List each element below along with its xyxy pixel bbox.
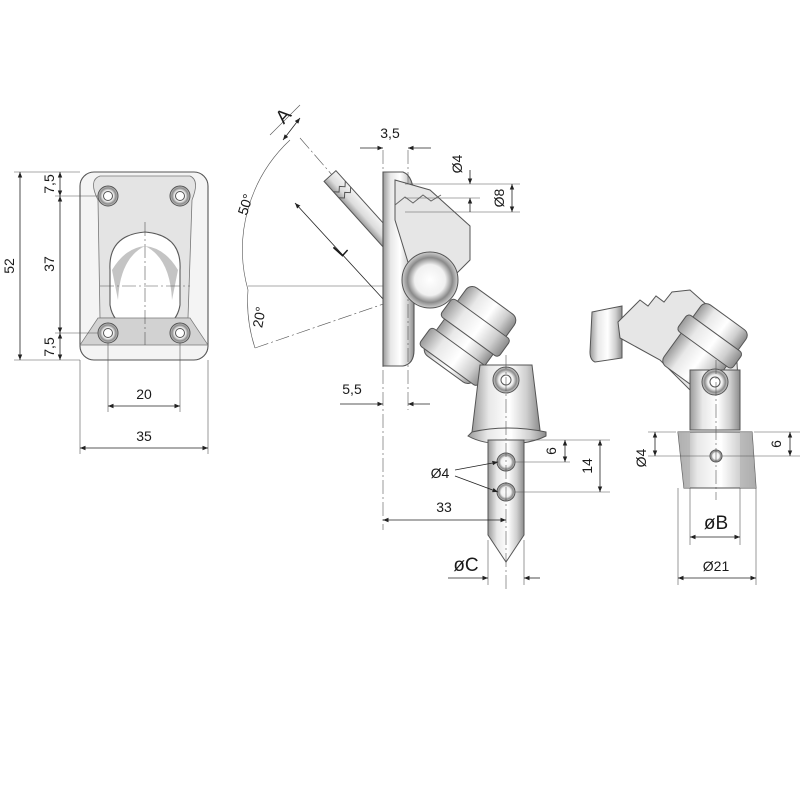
dim-offset: 5,5: [342, 381, 362, 397]
ball-joint: [401, 251, 459, 309]
end-view: Ø4 6 øB Ø21: [589, 289, 800, 585]
end-dim-outer: Ø21: [703, 558, 730, 574]
dim-plate-thickness: 3,5: [380, 125, 400, 141]
plate-view: 52 7,5 37 7,5 20 35: [1, 171, 209, 454]
dim-hole-pitch: 20: [136, 386, 152, 402]
end-plate: [589, 305, 623, 363]
dim-hole-top: 7,5: [41, 174, 57, 194]
dim-height-total: 52: [1, 258, 17, 274]
end-dim-inner: øB: [704, 513, 728, 534]
angle-upper-label: 50°: [234, 192, 256, 217]
side-view: 50° 20° A L: [234, 104, 610, 590]
dim-hole-bottom: 7,5: [41, 337, 57, 357]
joint-body: [419, 286, 517, 386]
dim-tip: øC: [453, 555, 478, 576]
label-l: L: [330, 239, 353, 261]
label-a: A: [272, 104, 296, 128]
dim-pin-hole: Ø4: [431, 465, 450, 481]
dim-hole-14: 14: [579, 458, 595, 474]
dim-hole-spacing: 37: [41, 256, 57, 272]
angle-lower-label: 20°: [249, 305, 268, 329]
end-dim-hole: Ø4: [633, 448, 649, 467]
end-dim-hole-6: 6: [768, 440, 784, 448]
dim-hole-large: Ø8: [491, 188, 507, 207]
dim-hole-small: Ø4: [449, 154, 465, 173]
dim-hole-6: 6: [543, 447, 559, 455]
dim-length: 33: [436, 499, 452, 515]
end-joint: [662, 303, 748, 393]
dim-width: 35: [136, 428, 152, 444]
